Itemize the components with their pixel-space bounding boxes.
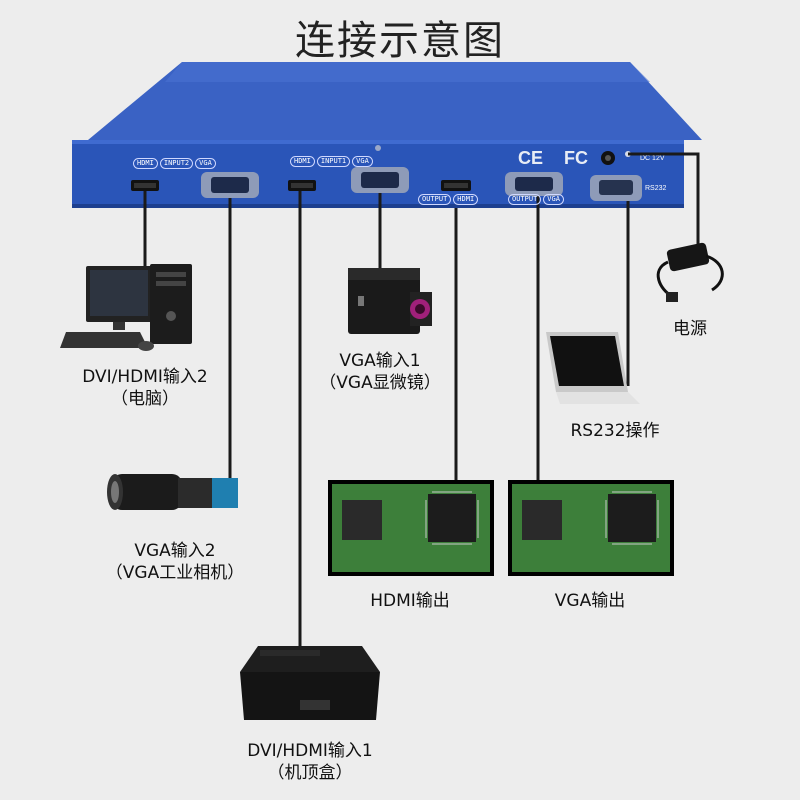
rs232-caption: RS232操作 xyxy=(570,421,660,441)
hdmi-input2-port xyxy=(131,180,159,191)
fc-mark: FC xyxy=(564,148,588,168)
power-caption: 电源 xyxy=(673,319,707,339)
laptop-image xyxy=(546,332,640,404)
ce-mark: CE xyxy=(518,148,543,168)
hdmi-output-caption: HDMI输出 xyxy=(370,591,450,611)
screw-icon xyxy=(375,145,381,151)
pc-caption: DVI/HDMI输入2 （电脑） xyxy=(82,367,208,409)
set-top-box-caption: DVI/HDMI输入1 （机顶盒） xyxy=(247,741,373,783)
device-top-shade xyxy=(165,62,650,82)
set-top-box-image xyxy=(240,646,380,720)
vga-output-port xyxy=(505,172,563,196)
computer-image xyxy=(60,264,192,351)
line-power xyxy=(628,152,700,250)
hdmi-input1-port xyxy=(288,180,316,191)
vga-input2-port xyxy=(201,172,259,198)
rs232-port xyxy=(590,175,642,201)
page-title: 连接示意图 xyxy=(295,18,505,64)
vga-input2-caption: VGA输入2 （VGA工业相机） xyxy=(105,541,245,583)
hdmi-output-board-image xyxy=(328,480,494,576)
industrial-camera-image xyxy=(107,474,238,510)
power-adapter-image xyxy=(656,242,724,302)
vga-input1-port xyxy=(351,167,409,193)
vga-input1-caption: VGA输入1 （VGA显微镜） xyxy=(319,351,441,393)
vga-output-caption: VGA输出 xyxy=(554,591,626,611)
rs232-panel-label: RS232 xyxy=(645,185,667,192)
microscope-camera-image xyxy=(348,268,432,334)
power-jack xyxy=(601,151,615,165)
vga-output-board-image xyxy=(508,480,674,576)
hdmi-output-port xyxy=(441,180,471,191)
dc-label: DC 12V xyxy=(640,155,665,162)
